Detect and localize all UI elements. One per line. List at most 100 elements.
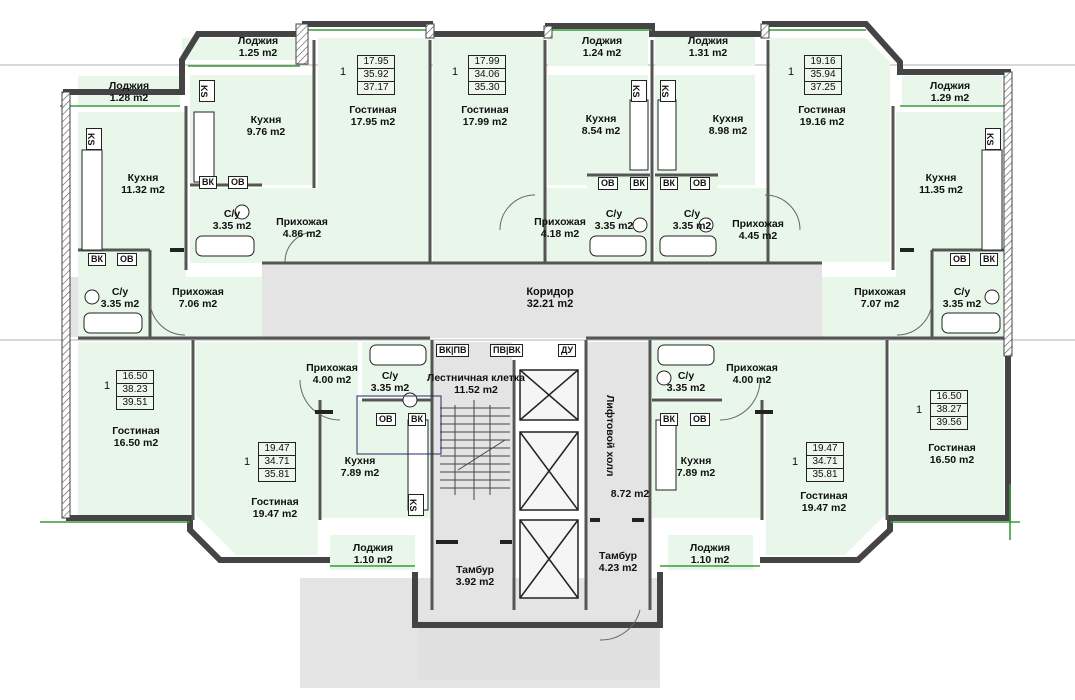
total-with-loggia-value: 35.81 [264,469,290,480]
room-area: 3.35 m2 [212,220,252,232]
stair-steps [440,400,510,500]
hall-top-1-fill [262,188,318,263]
room-name: Гостиная [928,442,976,454]
area-summary-box: 19.16 35.94 37.25 [804,55,842,95]
living-right-bottom-fill [890,342,1004,520]
room-name: Кухня [680,455,712,467]
room-area: 3.35 m2 [672,220,712,232]
room-name: Лоджия [687,35,729,47]
total-area-value: 35.94 [805,69,841,82]
ov-tag: ОВ [690,177,710,190]
room-name: Гостиная [349,104,397,116]
ov-tag: ОВ [376,413,396,426]
room-name: Лоджия [929,80,971,92]
total-with-loggia-value: 35.81 [812,469,838,480]
vent-tag: ВК|ПВ [436,344,470,357]
lift-shafts [519,369,579,599]
area-summary-box: 17.99 34.06 35.30 [468,55,506,95]
total-with-loggia-value: 39.56 [936,417,962,428]
total-area-value: 38.23 [117,384,153,397]
room-name: Кухня [925,172,957,184]
room-name: Лоджия [352,542,394,554]
porch-step [418,620,658,680]
room-name: Гостиная [461,104,509,116]
total-area-value: 34.71 [807,456,843,469]
room-name: Кухня [585,113,617,125]
room-name: С/у [111,286,129,298]
vk-tag: ВК [199,176,217,189]
bathtubs [83,235,1001,366]
unit-count: 1 [452,66,459,78]
room-area: 3.35 m2 [942,298,982,310]
room-name: Прихожая [534,216,586,228]
living-area-value: 17.95 [358,56,394,69]
room-name: Лоджия [108,80,150,92]
vk-tag: ВК [88,253,106,266]
du-tag: ДУ [558,344,577,357]
vk-tag: ВК [980,253,998,266]
hall-right-fill [822,277,932,337]
ov-tag: ОВ [690,413,710,426]
room-area: 4.00 m2 [732,374,772,386]
total-with-loggia-value: 37.25 [810,82,836,93]
hatched-columns [61,23,1013,519]
room-area: 17.99 m2 [462,116,508,128]
room-name: Лестничная клетка [426,372,526,384]
room-name: Гостиная [798,104,846,116]
hall-top-3-fill [718,188,800,263]
room-name: Тамбур [598,550,638,562]
room-area: 3.35 m2 [666,382,706,394]
hall-bottom-1-fill [290,342,358,410]
room-name: С/у [677,370,695,382]
stair-fill [432,342,512,612]
ks-tag: KS [660,80,676,102]
unit-count: 1 [340,66,347,78]
room-name: Лоджия [581,35,623,47]
unit-count: 1 [244,456,251,468]
room-area: 4.18 m2 [540,228,580,240]
room-area: 8.54 m2 [581,125,621,137]
unit-count: 1 [788,66,795,78]
living-area-value: 19.47 [807,443,843,456]
unit-count: 1 [104,380,111,392]
room-name: С/у [223,208,241,220]
lift-hall-area: 8.72 m2 [610,488,650,500]
room-name: Гостиная [800,490,848,502]
area-summary-box: 16.50 38.27 39.56 [930,390,968,430]
room-area: 1.25 m2 [238,47,278,59]
room-area: 19.47 m2 [252,508,298,520]
vk-tag: ВК [660,413,678,426]
room-area: 1.28 m2 [109,92,149,104]
room-area: 4.23 m2 [598,562,638,574]
room-area: 16.50 m2 [929,454,975,466]
room-name: Кухня [250,114,282,126]
lift-hall-fill [586,342,650,612]
room-name: Прихожая [726,362,778,374]
room-name: Лоджия [237,35,279,47]
ks-tag: KS [199,80,215,102]
highlight-frame [356,395,442,455]
total-with-loggia-value: 39.51 [122,397,148,408]
unit-count: 1 [916,404,923,416]
